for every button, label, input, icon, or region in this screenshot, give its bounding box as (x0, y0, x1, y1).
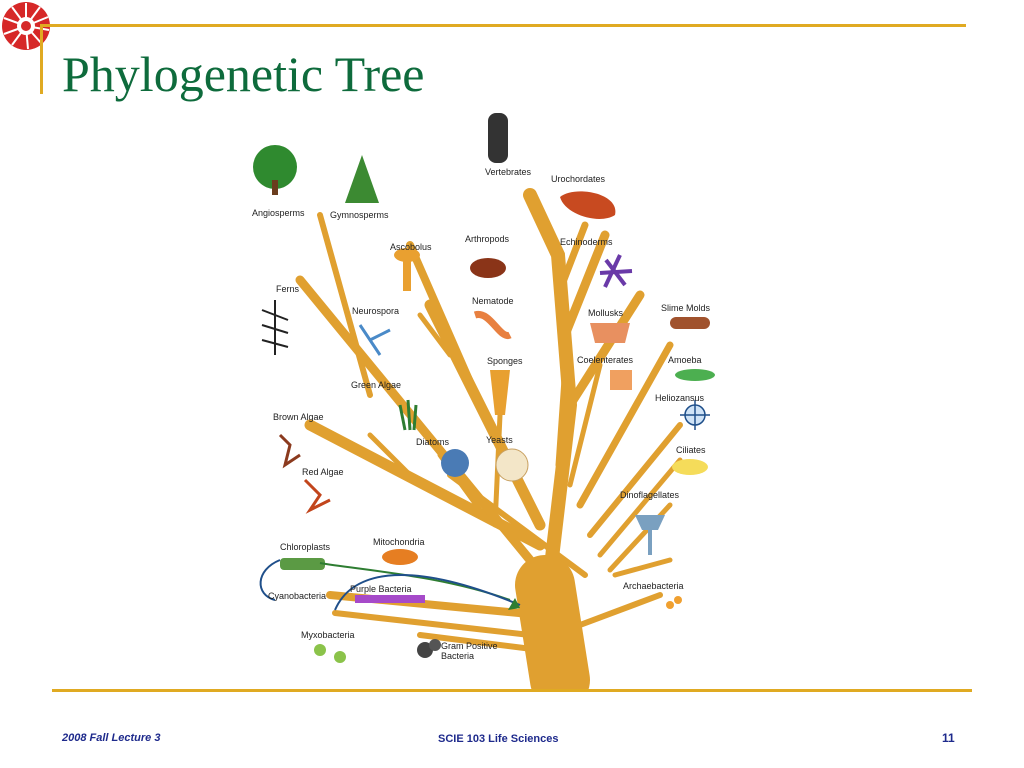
label-amoeba: Amoeba (668, 355, 702, 365)
label-diatoms: Diatoms (416, 437, 450, 447)
label-sponges: Sponges (487, 356, 523, 366)
organism-icons (253, 113, 715, 663)
university-logo-icon (0, 0, 62, 56)
label-ferns: Ferns (276, 284, 300, 294)
label-dinoflagellates: Dinoflagellates (620, 490, 680, 500)
label-mollusks: Mollusks (588, 308, 624, 318)
label-vertebrates: Vertebrates (485, 167, 532, 177)
label-ciliates: Ciliates (676, 445, 706, 455)
label-cyanobacteria: Cyanobacteria (268, 591, 327, 601)
label-gymnosperms: Gymnosperms (330, 210, 389, 220)
label-brown-algae: Brown Algae (273, 412, 324, 422)
slide-title: Phylogenetic Tree (62, 46, 425, 102)
label-ascobolus: Ascobolus (390, 242, 432, 252)
label-gram-positive-line1: Gram Positive (441, 641, 498, 651)
top-rule (40, 24, 966, 27)
label-slime-molds: Slime Molds (661, 303, 711, 313)
label-coelenterates: Coelenterates (577, 355, 634, 365)
label-urochordates: Urochordates (551, 174, 606, 184)
label-neurospora: Neurospora (352, 306, 400, 316)
label-angiosperms: Angiosperms (252, 208, 305, 218)
phylogenetic-tree-diagram: Vertebrates Urochordates Angiosperms Gym… (240, 105, 740, 690)
label-gram-positive-line2: Bacteria (441, 651, 475, 661)
tree-drawing (253, 113, 715, 690)
left-rule (40, 24, 43, 94)
footer-course: SCIE 103 Life Sciences (438, 733, 559, 745)
label-mitochondria: Mitochondria (373, 537, 425, 547)
label-purple-bacteria: Purple Bacteria (350, 584, 412, 594)
slide-number: 11 (942, 731, 955, 745)
label-nematode: Nematode (472, 296, 514, 306)
label-chloroplasts: Chloroplasts (280, 542, 331, 552)
endosymbiosis-arrows (259, 559, 521, 611)
label-yeasts: Yeasts (486, 435, 513, 445)
label-echinoderms: Echinoderms (560, 237, 613, 247)
label-arthropods: Arthropods (465, 234, 510, 244)
label-red-algae: Red Algae (302, 467, 344, 477)
label-myxobacteria: Myxobacteria (301, 630, 355, 640)
label-green-algae: Green Algae (351, 380, 402, 390)
label-archaebacteria: Archaebacteria (623, 581, 684, 591)
footer-lecture: 2008 Fall Lecture 3 (62, 732, 161, 744)
bottom-rule (52, 689, 972, 692)
label-heliozansus: Heliozansus (655, 393, 705, 403)
